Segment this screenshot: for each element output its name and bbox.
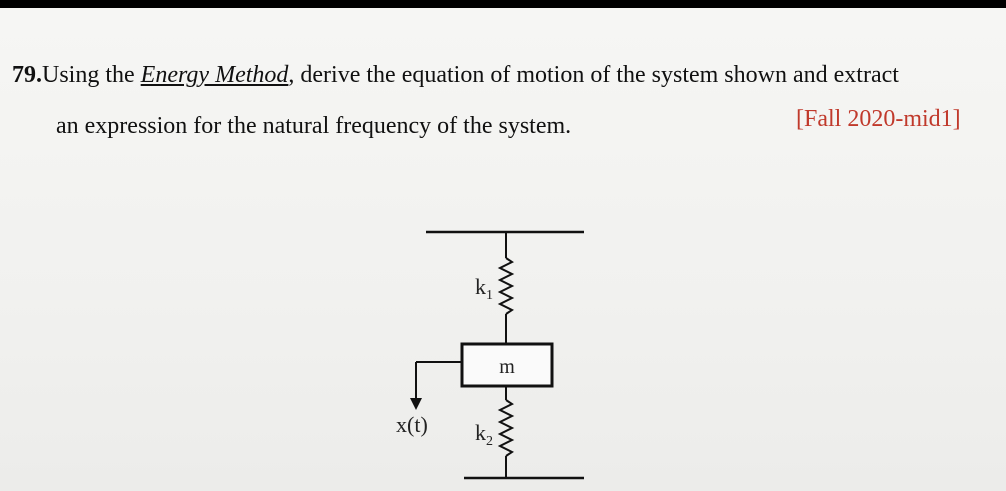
page: 79.Using the Energy Method, derive the e… (0, 8, 1006, 491)
question-text-before: Using the (42, 62, 141, 88)
mass-label: m (499, 356, 515, 378)
arrow-head (410, 398, 422, 410)
energy-method-emphasis: Energy Method (140, 62, 289, 88)
displacement-label: x(t) (396, 412, 428, 437)
question-line-2: an expression for the natural frequency … (56, 113, 572, 139)
mass-spring-diagram: k1 m x(t) k2 (396, 230, 584, 480)
top-black-bar (0, 0, 1006, 8)
displacement-arrow (415, 361, 462, 398)
spring-k2 (497, 386, 515, 478)
source-tag: [Fall 2020-mid1] (796, 106, 961, 132)
k1-label: k1 (475, 274, 493, 303)
spring-k1 (497, 232, 515, 344)
question-number: 79. (12, 62, 42, 88)
k2-label: k2 (475, 420, 493, 449)
question-line-1: 79.Using the Energy Method, derive the e… (12, 62, 899, 89)
question-text-after: , derive the equation of motion of the s… (288, 62, 899, 88)
mass-block (460, 342, 554, 388)
